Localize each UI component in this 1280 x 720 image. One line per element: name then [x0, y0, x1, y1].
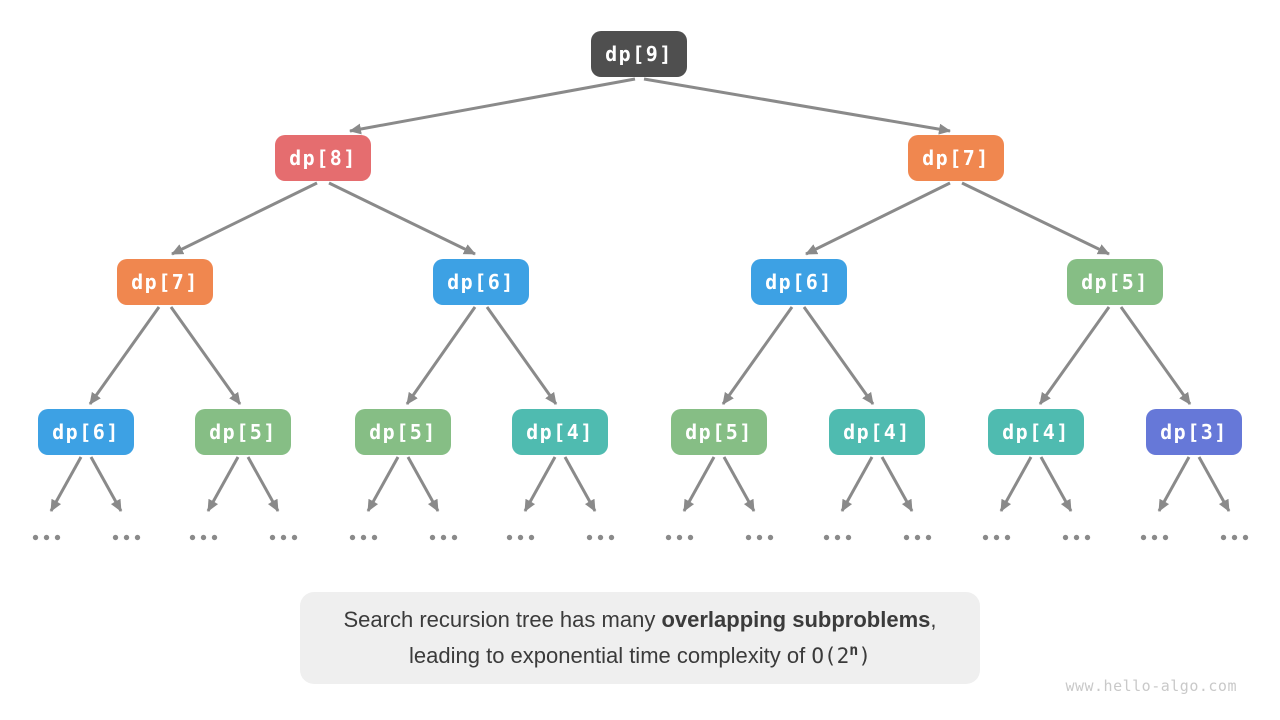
tree-node: dp[5] — [195, 409, 291, 455]
ellipsis-leaf — [1218, 534, 1251, 541]
tree-node: dp[3] — [1146, 409, 1242, 455]
tree-node: dp[5] — [671, 409, 767, 455]
caption-text: leading to exponential time complexity o… — [409, 643, 812, 668]
ellipsis-leaf — [110, 534, 143, 541]
caption-line-2: leading to exponential time complexity o… — [409, 638, 871, 674]
ellipsis-leaf — [347, 534, 380, 541]
tree-node: dp[4] — [829, 409, 925, 455]
ellipsis-leaf — [1060, 534, 1093, 541]
tree-node: dp[6] — [38, 409, 134, 455]
caption-text: Search recursion tree has many — [343, 607, 662, 632]
edges-level3-to-level4 — [88, 306, 1192, 405]
ellipsis-leaf — [504, 534, 537, 541]
complexity-exponent: n — [849, 641, 859, 659]
tree-node: dp[5] — [355, 409, 451, 455]
complexity-code: ) — [858, 644, 871, 668]
ellipsis-leaf — [267, 534, 300, 541]
tree-node: dp[4] — [512, 409, 608, 455]
caption-bold-text: overlapping subproblems — [661, 607, 931, 632]
ellipsis-leaf — [187, 534, 220, 541]
caption-line-1: Search recursion tree has many overlappi… — [344, 602, 937, 638]
ellipsis-leaf — [1138, 534, 1171, 541]
tree-node: dp[5] — [1067, 259, 1163, 305]
tree-node: dp[7] — [117, 259, 213, 305]
tree-node: dp[8] — [275, 135, 371, 181]
ellipsis-leaf — [663, 534, 696, 541]
ellipsis-leaf — [901, 534, 934, 541]
edges-level4-to-leaves — [49, 456, 1231, 512]
tree-node: dp[7] — [908, 135, 1004, 181]
ellipsis-leaf — [584, 534, 617, 541]
ellipsis-leaf — [821, 534, 854, 541]
tree-node: dp[6] — [433, 259, 529, 305]
ellipsis-leaf — [427, 534, 460, 541]
caption-box: Search recursion tree has many overlappi… — [300, 592, 980, 684]
tree-node: dp[4] — [988, 409, 1084, 455]
watermark: www.hello-algo.com — [1065, 677, 1237, 695]
tree-node: dp[6] — [751, 259, 847, 305]
edges-level2-to-level3 — [171, 181, 1110, 256]
ellipsis-leaf — [743, 534, 776, 541]
complexity-code: O(2 — [811, 644, 850, 668]
ellipsis-leaf — [30, 534, 63, 541]
ellipsis-leaf — [980, 534, 1013, 541]
caption-text: , — [930, 607, 937, 632]
tree-node-dp9: dp[9] — [591, 31, 687, 77]
edges-root-to-level2 — [349, 77, 951, 135]
